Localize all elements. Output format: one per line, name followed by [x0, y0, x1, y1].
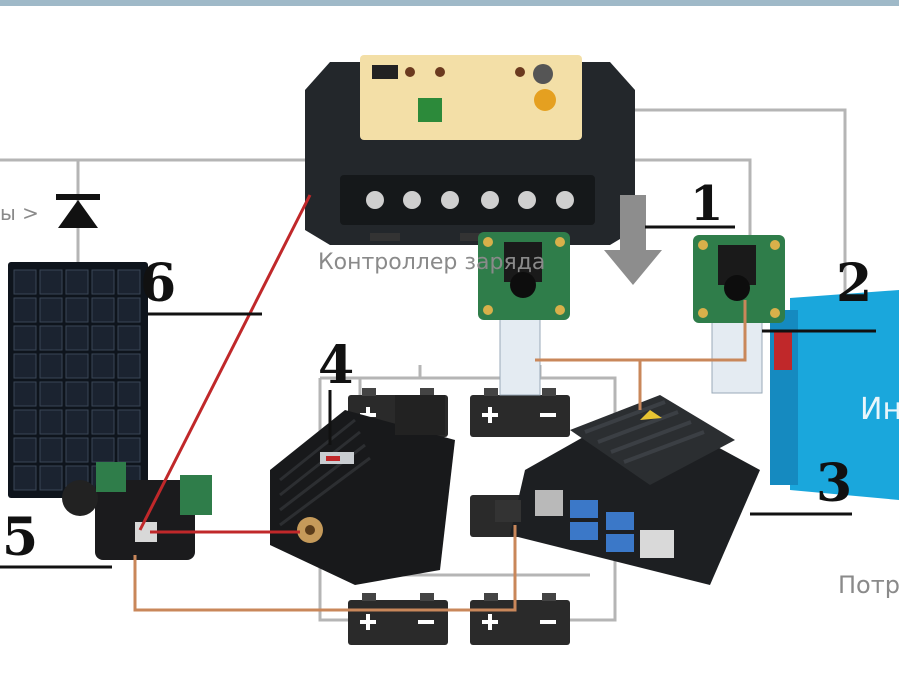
solar-cell: [13, 465, 37, 491]
inverter: [770, 290, 899, 500]
battery-4: [348, 593, 448, 645]
camera-module-left: [478, 232, 570, 320]
solar-cell: [91, 353, 115, 379]
orange-wires: [133, 300, 747, 612]
label-1: 1: [690, 176, 724, 232]
charge-controller: [305, 55, 635, 245]
label-2: 2: [836, 253, 873, 314]
solar-cell: [91, 381, 115, 407]
red-wires: [138, 194, 312, 534]
solar-cell: [117, 269, 141, 295]
label-5: 5: [2, 507, 39, 568]
diode-icon: [56, 194, 100, 228]
wire-inverter-top: [632, 108, 847, 310]
consumer-caption: Потр: [838, 571, 899, 599]
solar-cell: [13, 353, 37, 379]
wire-controller-servo: [138, 194, 312, 531]
solar-cell: [65, 325, 89, 351]
solar-cell: [117, 325, 141, 351]
solar-cell: [39, 437, 63, 463]
solar-cell: [65, 353, 89, 379]
solar-cell: [13, 297, 37, 323]
camera-module-right: [693, 235, 785, 323]
solar-cell: [91, 437, 115, 463]
battery-2: [470, 388, 570, 437]
panel-caption: ы >: [0, 201, 39, 225]
laser-module: [270, 395, 455, 585]
label-6: 6: [140, 253, 177, 314]
solar-cell: [39, 381, 63, 407]
board-usb-ports: [570, 500, 634, 552]
solar-cell: [91, 269, 115, 295]
controller-display-panel: [360, 55, 582, 140]
pointer-lines: [0, 225, 876, 569]
solar-cell: [65, 297, 89, 323]
solar-cell: [91, 325, 115, 351]
top-frame: [0, 0, 899, 6]
solar-cell: [39, 353, 63, 379]
solar-cell: [13, 325, 37, 351]
solar-cell: [39, 297, 63, 323]
solar-cell: [65, 269, 89, 295]
controller-knob: [534, 89, 556, 111]
jetson-nano-board: [495, 395, 760, 585]
solar-cell: [65, 409, 89, 435]
label-4: 4: [318, 335, 355, 396]
controller-terminals: [366, 191, 574, 209]
solar-cell: [39, 325, 63, 351]
solar-cell: [13, 269, 37, 295]
solar-cell: [117, 353, 141, 379]
solar-cell: [13, 437, 37, 463]
solar-cell: [117, 381, 141, 407]
wire-cam-right-board: [640, 300, 747, 362]
solar-cell: [117, 437, 141, 463]
battery-5: [470, 593, 570, 645]
solar-cell: [117, 297, 141, 323]
controller-indicator: [418, 98, 442, 122]
solar-cell: [65, 437, 89, 463]
solar-cell: [13, 381, 37, 407]
solar-cell: [39, 465, 63, 491]
controller-caption: Контроллер заряда: [318, 250, 546, 275]
board-ethernet: [640, 530, 674, 558]
solar-cell: [91, 297, 115, 323]
solar-cell: [91, 409, 115, 435]
wire-servo-board: [133, 525, 517, 612]
solar-cell: [117, 409, 141, 435]
inverter-text: Ин: [860, 392, 899, 427]
solar-cell: [39, 269, 63, 295]
solar-cell: [65, 381, 89, 407]
down-arrow-icon: [604, 195, 662, 285]
solar-cell: [39, 409, 63, 435]
solar-panel: [8, 262, 148, 498]
label-3: 3: [816, 453, 853, 514]
board-heatsink: [570, 395, 735, 485]
solar-cell: [13, 409, 37, 435]
